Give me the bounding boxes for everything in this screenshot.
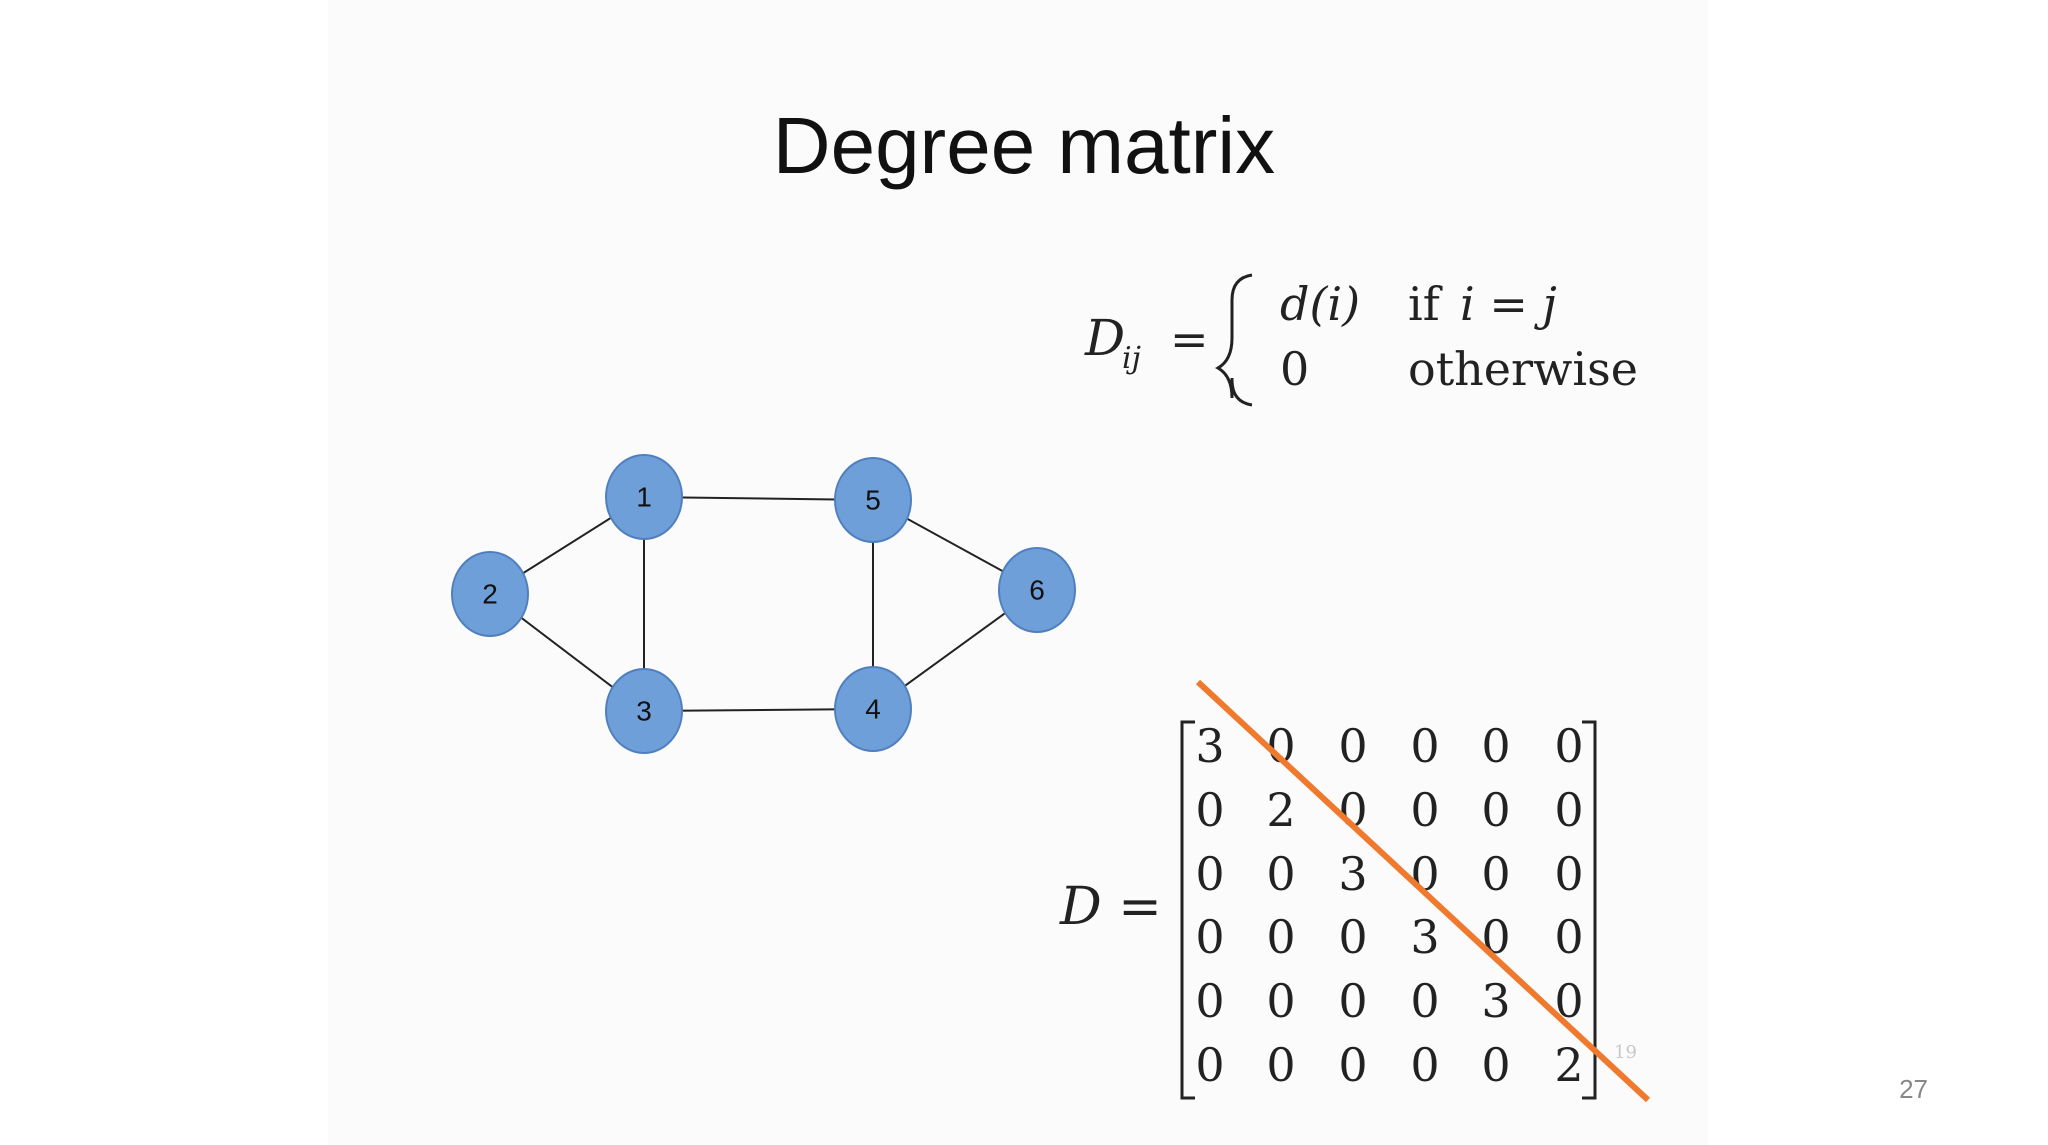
- graph-node-1: 1: [605, 454, 683, 540]
- matrix-cell-r1-c1: 3: [1195, 719, 1224, 773]
- matrix-cell-r3-c6: 0: [1554, 847, 1583, 901]
- graph-node-label: 1: [636, 482, 652, 513]
- matrix-cell-r4-c1: 0: [1195, 910, 1224, 964]
- matrix-cell-r1-c6: 0: [1554, 719, 1583, 773]
- matrix-cell-r3-c1: 0: [1195, 847, 1224, 901]
- matrix-label: D =: [1059, 877, 1162, 937]
- diagonal-highlight-line: [1195, 679, 1651, 1103]
- matrix-cell-r2-c6: 0: [1554, 783, 1583, 837]
- graph-node-circle: [451, 551, 529, 637]
- faint-slide-number: 19: [1614, 1042, 1637, 1063]
- formula-equals: =: [1170, 312, 1209, 366]
- page-number: 27: [1899, 1074, 1928, 1104]
- matrix-cell-r5-c2: 0: [1266, 974, 1295, 1028]
- graph-node-2: 2: [451, 551, 529, 637]
- graph-node-4: 4: [834, 666, 912, 752]
- matrix-cell-r6-c6: 2: [1554, 1038, 1583, 1092]
- matrix-cell-r4-c2: 0: [1266, 910, 1295, 964]
- matrix-cell-r3-c3: 3: [1338, 847, 1367, 901]
- matrix-cell-r6-c4: 0: [1410, 1038, 1439, 1092]
- matrix-cell-r2-c1: 0: [1195, 783, 1224, 837]
- matrix-cell-r5-c1: 0: [1195, 974, 1224, 1028]
- graph-node-3: 3: [605, 668, 683, 754]
- formula-lhs-subscript: ij: [1122, 341, 1141, 376]
- matrix-cell-r3-c2: 0: [1266, 847, 1295, 901]
- matrix-cell-r4-c6: 0: [1554, 910, 1583, 964]
- formula-case1-value: d(i): [1280, 277, 1360, 331]
- matrix-cell-r6-c3: 0: [1338, 1038, 1367, 1092]
- slide-title: Degree matrix: [772, 101, 1276, 190]
- formula-case1-if: if: [1408, 277, 1443, 331]
- graph-node-circle: [605, 454, 683, 540]
- formula-case2-value: 0: [1280, 342, 1309, 396]
- graph-node-5: 5: [834, 457, 912, 543]
- graph-node-label: 2: [482, 579, 498, 610]
- matrix-cell-r1-c4: 0: [1410, 719, 1439, 773]
- graph-node-circle: [834, 666, 912, 752]
- matrix-cell-r2-c2: 2: [1266, 783, 1295, 837]
- matrix-cell-r1-c5: 0: [1481, 719, 1510, 773]
- matrix-cell-r6-c5: 0: [1481, 1038, 1510, 1092]
- matrix-cell-r5-c5: 3: [1481, 974, 1510, 1028]
- formula-brace: [1214, 273, 1253, 407]
- matrix-cell-r5-c4: 0: [1410, 974, 1439, 1028]
- matrix-cell-r4-c4: 3: [1410, 910, 1439, 964]
- graph-node-6: 6: [998, 547, 1076, 633]
- graph-node-circle: [605, 668, 683, 754]
- graph-node-circle: [834, 457, 912, 543]
- graph-node-circle: [998, 547, 1076, 633]
- matrix-cell-r6-c1: 0: [1195, 1038, 1224, 1092]
- matrix-right-bracket: [1582, 720, 1597, 1100]
- graph-node-label: 6: [1029, 575, 1045, 606]
- matrix-cell-r1-c3: 0: [1338, 719, 1367, 773]
- graph-nodes: 1 2 3 4 5 6: [451, 454, 1076, 754]
- matrix-left-bracket: [1180, 720, 1195, 1100]
- matrix-cell-r4-c3: 0: [1338, 910, 1367, 964]
- matrix-cell-r3-c5: 0: [1481, 847, 1510, 901]
- matrix-cell-r5-c3: 0: [1338, 974, 1367, 1028]
- formula-lhs-symbol: D: [1084, 309, 1125, 367]
- formula-case1-condition: i = j: [1460, 277, 1557, 331]
- formula-case2-condition: otherwise: [1408, 342, 1638, 396]
- matrix-cell-r2-c5: 0: [1481, 783, 1510, 837]
- graph-node-label: 5: [865, 485, 881, 516]
- matrix-cell-r2-c4: 0: [1410, 783, 1439, 837]
- graph-node-label: 4: [865, 694, 881, 725]
- graph-node-label: 3: [636, 696, 652, 727]
- matrix-cell-r6-c2: 0: [1266, 1038, 1295, 1092]
